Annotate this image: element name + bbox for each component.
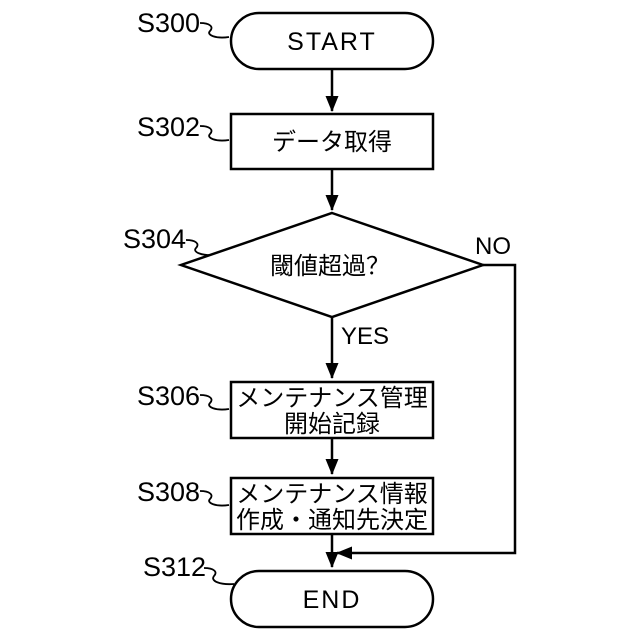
step-ref-s302: S302 [137,112,200,142]
leader-line-s306 [199,394,230,411]
step-ref-s306: S306 [137,381,200,411]
leader-line-s312 [203,567,235,586]
node-start-terminator [229,11,435,71]
node-s308-text-line2: 作成・通知先決定 [236,507,428,534]
node-s302-process [229,112,435,171]
node-end-text: END [303,586,362,614]
node-start-text: START [287,28,377,56]
node-s306-text-line2: 開始記録 [284,411,380,438]
step-ref-s304: S304 [123,224,186,254]
node-s308-process [229,476,435,536]
branch-label-yes: YES [341,323,389,350]
leader-line-s302 [199,125,230,142]
step-ref-s308: S308 [137,477,200,507]
node-end-terminator [229,569,435,629]
step-ref-s312: S312 [143,552,206,582]
leader-line-s308 [199,490,230,507]
leader-line-s300 [199,22,230,39]
node-s308-text-line1: メンテナンス情報 [236,481,428,508]
node-s302-text: データ取得 [272,129,392,156]
step-ref-s300: S300 [137,8,200,38]
node-s306-text-line1: メンテナンス管理 [236,385,428,412]
node-s304-text: 閾値超過？ [270,253,390,280]
node-s304-decision [177,211,487,319]
leader-line-s304 [185,239,216,257]
node-s306-process [229,380,435,440]
branch-label-no: NO [475,233,511,260]
arrow-s304-no-to-end [336,263,517,560]
